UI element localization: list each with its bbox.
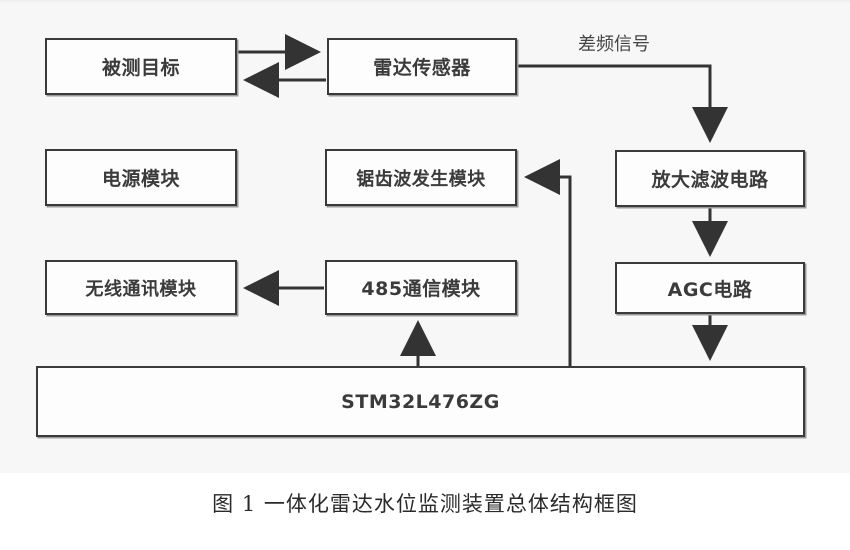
node-rs485-module-label: 485通信模块 bbox=[361, 278, 481, 300]
diagram-canvas: 被测目标 雷达传感器 电源模块 锯齿波发生模块 放大滤波电路 无线通讯模块 48… bbox=[0, 0, 850, 437]
node-radar-sensor[interactable]: 雷达传感器 bbox=[327, 38, 517, 95]
node-mcu-label: STM32L476ZG bbox=[341, 390, 500, 413]
node-amplify-filter-circuit-label: 放大滤波电路 bbox=[651, 169, 769, 191]
edge-radar-to-ampfilter bbox=[518, 64, 728, 143]
node-target-label: 被测目标 bbox=[101, 57, 180, 79]
node-amplify-filter-circuit[interactable]: 放大滤波电路 bbox=[615, 150, 805, 207]
node-rs485-module[interactable]: 485通信模块 bbox=[325, 260, 517, 315]
node-wireless-module-label: 无线通讯模块 bbox=[85, 278, 197, 300]
node-sawtooth-generator[interactable]: 锯齿波发生模块 bbox=[325, 149, 517, 206]
edge-label-beat-signal: 差频信号 bbox=[578, 34, 650, 55]
node-sawtooth-generator-label: 锯齿波发生模块 bbox=[356, 168, 486, 190]
node-power-module-label: 电源模块 bbox=[101, 168, 180, 190]
edge-mcu-to-sawtooth bbox=[524, 159, 572, 366]
node-power-module[interactable]: 电源模块 bbox=[45, 149, 237, 206]
node-wireless-module[interactable]: 无线通讯模块 bbox=[45, 260, 237, 315]
node-agc-circuit-label: AGC电路 bbox=[667, 278, 753, 301]
figure-caption: 图 1 一体化雷达水位监测装置总体结构框图 bbox=[212, 492, 638, 516]
node-radar-sensor-label: 雷达传感器 bbox=[373, 57, 471, 79]
diagram-connectors bbox=[238, 34, 728, 366]
node-agc-circuit[interactable]: AGC电路 bbox=[615, 262, 805, 314]
node-target[interactable]: 被测目标 bbox=[45, 38, 237, 95]
node-mcu[interactable]: STM32L476ZG bbox=[36, 366, 805, 437]
